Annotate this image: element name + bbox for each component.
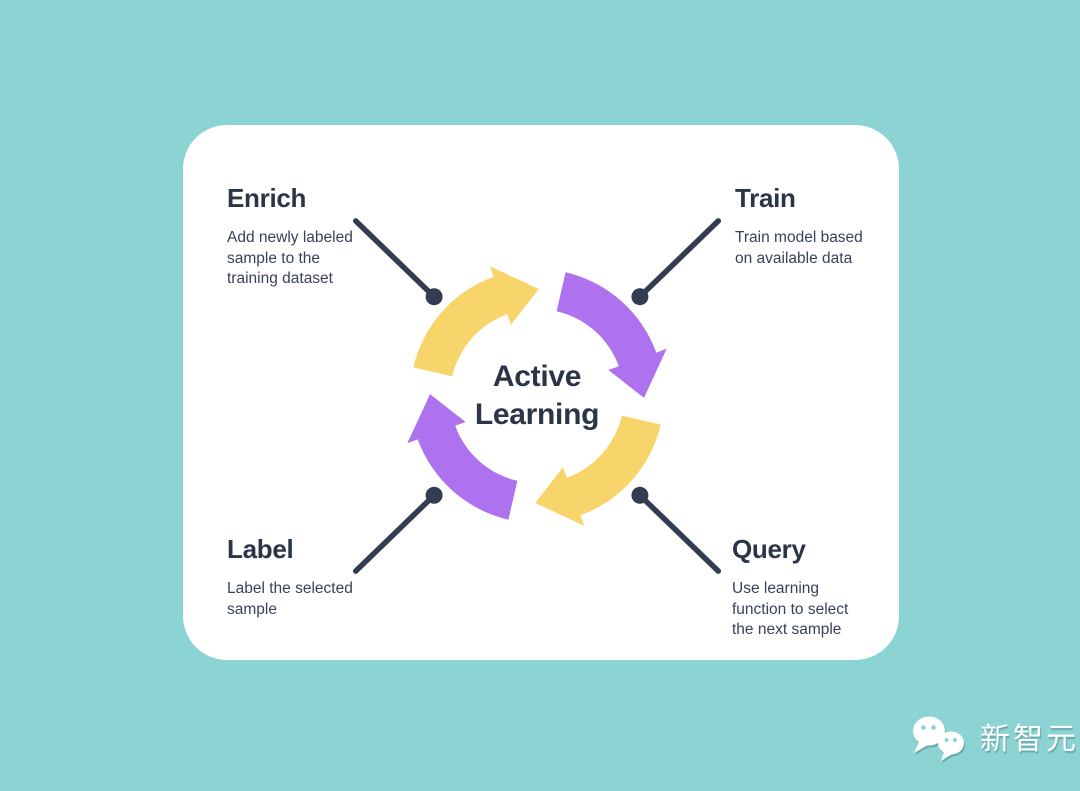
step-query: Query Use learning function to select th… <box>732 534 848 641</box>
step-train: Train Train model based on available dat… <box>735 183 863 269</box>
step-label-title: Label <box>227 534 294 564</box>
diagram-card <box>183 125 899 660</box>
brand-watermark: 新智元 <box>906 709 1079 763</box>
brand-name: 新智元 <box>980 723 1079 756</box>
step-query-description: Use learning function to select the next… <box>732 580 849 638</box>
step-train-title: Train <box>735 183 796 213</box>
step-query-title: Query <box>732 534 806 564</box>
step-train-description: Train model based on available data <box>735 229 863 267</box>
step-label: Label Label the selected sample <box>227 534 353 620</box>
step-enrich-title: Enrich <box>227 183 307 213</box>
step-enrich-description: Add newly labeled sample to the training… <box>227 229 353 287</box>
step-enrich: Enrich Add newly labeled sample to the t… <box>227 183 353 290</box>
step-label-description: Label the selected sample <box>227 580 353 618</box>
wechat-bubbles-icon <box>913 716 964 761</box>
cycle-center-title: Active Learning <box>474 360 600 431</box>
